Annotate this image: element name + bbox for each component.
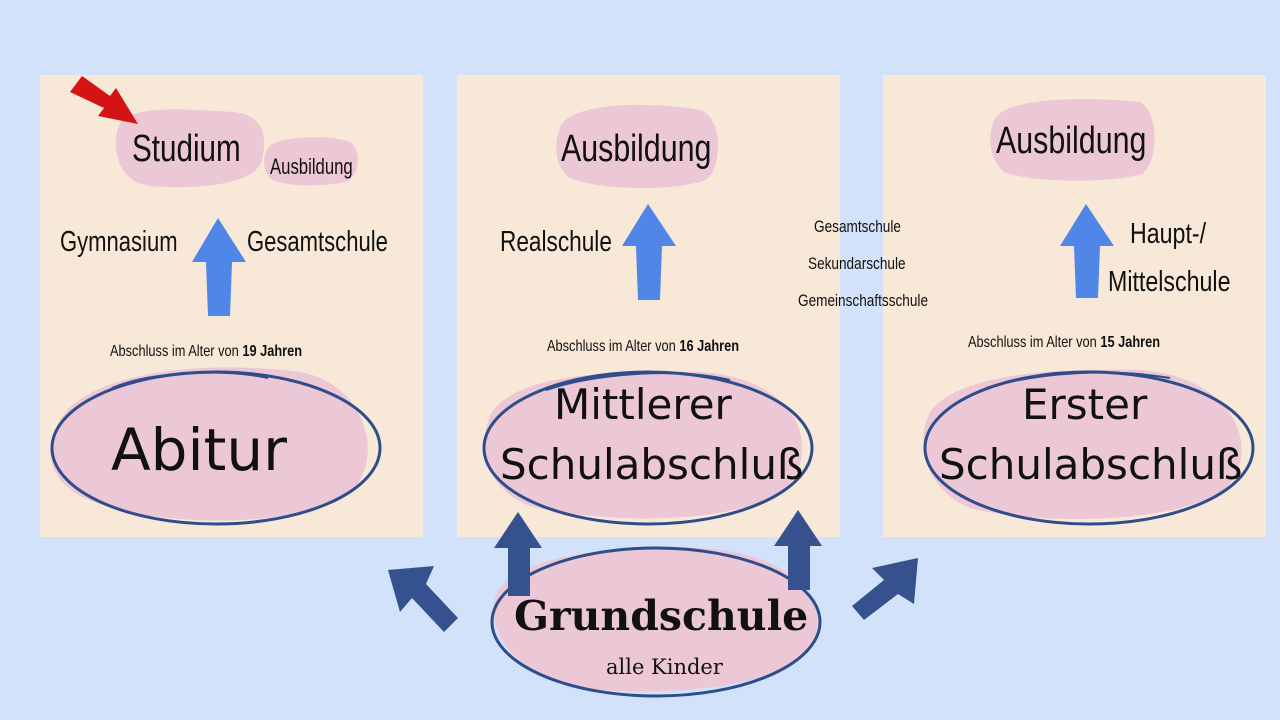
erster-blob [923,369,1242,519]
label-ausbildung-small: Ausbildung [270,154,353,179]
age-prefix: Abschluss im Alter von [110,343,239,360]
label-realschule: Realschule [500,226,612,258]
up-arrow-icon [192,218,246,316]
age-line-middle: Abschluss im Alter von 16 Jahren [547,338,739,356]
label-ausbildung-right: Ausbildung [996,120,1147,162]
age-value: 15 Jahren [1100,334,1161,351]
label-gemeinschaftsschule: Gemeinschaftsschule [798,291,929,310]
label-sekundarschule: Sekundarschule [808,254,906,273]
up-arrow-icon [494,512,542,596]
right-ausbildung-blob [990,99,1155,181]
label-schulabschluss-right: Schulabschluß [939,440,1243,489]
age-line-left: Abschluss im Alter von 19 Jahren [110,343,302,361]
up-arrow-icon [774,510,822,590]
mittlerer-ellipse-stroke [545,372,731,391]
label-alle-kinder: alle Kinder [606,655,723,679]
grundschule-ellipse [490,546,822,698]
label-gesamtschule-left: Gesamtschule [247,226,388,258]
mittlerer-ellipse [482,370,814,526]
mittlerer-blob [484,371,803,519]
label-gesamtschule-between: Gesamtschule [814,217,901,236]
ausbildung-small-blob [264,137,358,186]
label-gymnasium: Gymnasium [60,226,178,258]
studium-blob [115,109,265,188]
age-value: 19 Jahren [242,343,303,360]
middle-ausbildung-blob [556,104,719,189]
up-arrow-icon [622,204,676,300]
label-mittlerer: Mittlerer [554,380,732,429]
grundschule-blob [493,547,818,692]
abitur-blob [50,367,368,521]
age-prefix: Abschluss im Alter von [968,334,1097,351]
label-erster: Erster [1022,380,1148,429]
label-haupt: Haupt-/ [1130,218,1207,250]
label-mittelschule: Mittelschule [1108,266,1231,298]
up-arrow-icon [1060,204,1114,298]
age-value: 16 Jahren [679,338,740,355]
label-ausbildung-middle: Ausbildung [561,128,712,170]
diagonal-arrow-icon [388,566,458,632]
erster-ellipse-stroke [985,371,1171,389]
label-schulabschluss-middle: Schulabschluß [500,440,804,489]
label-studium: Studium [132,128,241,170]
age-prefix: Abschluss im Alter von [547,338,676,355]
diagonal-arrow-icon [852,558,918,620]
age-line-right: Abschluss im Alter von 15 Jahren [968,334,1160,352]
label-abitur: Abitur [111,416,287,484]
red-arrow-icon [70,76,138,124]
label-grundschule: Grundschule [514,592,809,640]
abitur-ellipse-stroke [111,371,269,389]
